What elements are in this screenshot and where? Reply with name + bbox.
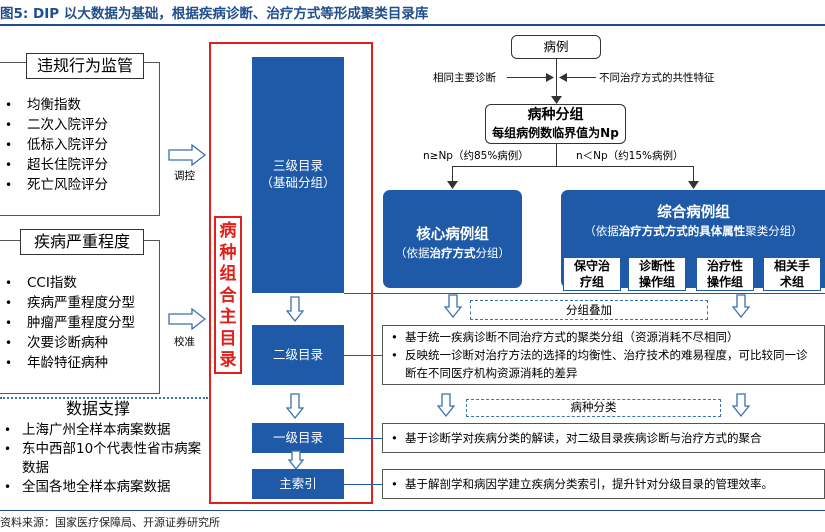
- level2-label: 二级目录: [272, 347, 323, 362]
- sub-group-conservative: 保守治 疗组: [563, 257, 621, 291]
- sub-group-therapeutic: 治疗性 操作组: [696, 257, 754, 291]
- hollow-arrow-down-icon: [288, 450, 304, 470]
- main-index-label: 主索引: [279, 476, 317, 491]
- branch-left-label: n≥Np（约85%病例）: [423, 150, 529, 162]
- violation-title: 违规行为监管: [26, 53, 144, 79]
- list-item: 二次入院评分: [5, 115, 108, 135]
- vertical-label-text: 病种组合主目录: [219, 221, 237, 370]
- severity-title: 疾病严重程度: [20, 229, 144, 255]
- level3-label: 三级目录 （基础分组）: [260, 158, 336, 190]
- branch-right-label: n＜Np（约15%病例）: [576, 150, 684, 162]
- main-index: 主索引: [252, 469, 344, 499]
- classify-dashed-box: 病种分类: [466, 399, 721, 417]
- arrow-right-icon: [546, 73, 554, 82]
- note-item: •基于统一疾病诊断不同治疗方式的聚类分组（资源消耗不尽相同）: [391, 330, 739, 344]
- case-label: 病例: [543, 39, 569, 54]
- hollow-arrow-down-icon: [286, 393, 304, 419]
- hollow-arrow-down-icon: [437, 393, 455, 417]
- overlay-label: 分组叠加: [566, 303, 612, 317]
- source-note: 资料来源：国家医疗保障局、开源证券研究所: [0, 516, 220, 529]
- dotted-divider: [0, 397, 208, 399]
- violation-panel: 均衡指数 二次入院评分 低标入院评分 超长住院评分 死亡风险评分: [0, 62, 160, 216]
- list-item: 次要诊断病种: [5, 333, 135, 353]
- sub-group-surgery: 相关手 术组: [763, 257, 821, 291]
- connector-line: [507, 77, 547, 78]
- arrow-left-icon: [559, 73, 567, 82]
- case-box: 病例: [511, 35, 601, 59]
- severity-list: CCI指数 疾病严重程度分型 肿瘤严重程度分型 次要诊断病种 年龄特征病种: [5, 273, 135, 373]
- connector-line: [566, 77, 596, 78]
- connector-line: [693, 166, 694, 184]
- level2-notes: •基于统一疾病诊断不同治疗方式的聚类分组（资源消耗不尽相同） •反映统一诊断对治…: [382, 325, 825, 385]
- comp-title: 综合病例组: [657, 205, 730, 221]
- connector-line: [452, 166, 694, 167]
- connector-line: [344, 355, 382, 356]
- level1-label: 一级目录: [272, 430, 323, 445]
- core-title: 核心病例组: [416, 227, 489, 243]
- list-item: 超长住院评分: [5, 155, 108, 175]
- hollow-arrow-down-icon: [286, 296, 304, 322]
- hollow-arrow-down-icon: [444, 294, 462, 318]
- hollow-arrow-down-icon: [732, 294, 750, 318]
- severity-panel: CCI指数 疾病严重程度分型 肿瘤严重程度分型 次要诊断病种 年龄特征病种: [0, 240, 160, 394]
- note-item: •反映统一诊断对治疗方法的选择的均衡性、治疗技术的难易程度，可比较同一诊断在不同…: [391, 348, 808, 380]
- core-subtitle: （依据治疗方式分组）: [395, 246, 510, 260]
- regulate-label: 调控: [174, 170, 195, 182]
- connector-line: [556, 59, 557, 103]
- footer-rule: [0, 510, 825, 511]
- list-item: CCI指数: [5, 273, 135, 293]
- figure-title: 图5: DIP 以大数据为基础，根据疾病诊断、治疗方式等形成聚类目录库: [0, 6, 429, 22]
- violation-list: 均衡指数 二次入院评分 低标入院评分 超长住院评分 死亡风险评分: [5, 95, 108, 195]
- common-traits-label: 不同治疗方式的共性特征: [599, 72, 715, 84]
- arrow-down-icon: [447, 181, 458, 189]
- level1-notes: •基于诊断学对疾病分类的解读，对二级目录疾病诊断与治疗方式的聚合: [382, 423, 825, 453]
- sub-group-diagnostic: 诊断性 操作组: [628, 257, 686, 291]
- data-support-title: 数据支撑: [65, 399, 130, 418]
- data-support-list: •上海广州全样本病案数据 •东中西部10个代表性省市病案数据 •全国各地全样本病…: [4, 422, 202, 495]
- level3-catalog: 三级目录 （基础分组）: [252, 57, 344, 293]
- group-subtitle: 每组病例数临界值为Np: [492, 126, 619, 140]
- hollow-arrow-down-icon: [732, 393, 750, 417]
- connector-line: [344, 293, 825, 294]
- arrow-down-icon: [688, 181, 699, 189]
- overlay-dashed-box: 分组叠加: [470, 300, 708, 320]
- note-item: •基于解剖学和病因学建立疾病分类索引，提升针对分级目录的管理效率。: [391, 477, 773, 491]
- connector-line: [344, 484, 382, 485]
- list-item: 年龄特征病种: [5, 353, 135, 373]
- comp-subtitle: （依据治疗方式方式的具体属性聚类分组）: [584, 224, 803, 238]
- connector-line: [452, 166, 453, 184]
- group-title: 病种分组: [527, 107, 584, 123]
- list-item: 肿瘤严重程度分型: [5, 313, 135, 333]
- note-item: •基于诊断学对疾病分类的解读，对二级目录疾病诊断与治疗方式的聚合: [391, 431, 762, 445]
- list-item: 上海广州全样本病案数据: [22, 422, 171, 438]
- list-item: 全国各地全样本病案数据: [22, 479, 171, 495]
- arrow-down-icon: [551, 96, 562, 104]
- list-item: 均衡指数: [5, 95, 108, 115]
- title-rule: [0, 24, 825, 26]
- classify-label: 病种分类: [570, 400, 617, 414]
- disease-group-box: 病种分组 每组病例数临界值为Np: [485, 104, 626, 144]
- connector-line: [344, 438, 382, 439]
- catalog-vertical-label: 病种组合主目录: [214, 216, 242, 374]
- list-item: 死亡风险评分: [5, 175, 108, 195]
- hollow-arrow-right-icon: [168, 144, 206, 166]
- list-item: 东中西部10个代表性省市病案数据: [22, 441, 202, 476]
- connector-line: [556, 144, 557, 167]
- same-diagnosis-label: 相同主要诊断: [433, 72, 496, 84]
- main-index-notes: •基于解剖学和病因学建立疾病分类索引，提升针对分级目录的管理效率。: [382, 469, 825, 499]
- core-group-box: 核心病例组 （依据治疗方式分组）: [383, 190, 522, 288]
- list-item: 疾病严重程度分型: [5, 293, 135, 313]
- level1-catalog: 一级目录: [252, 423, 344, 453]
- list-item: 低标入院评分: [5, 135, 108, 155]
- hollow-arrow-right-icon: [168, 308, 206, 330]
- catalog-red-frame: [209, 42, 373, 504]
- calibrate-label: 校准: [174, 336, 195, 348]
- level2-catalog: 二级目录: [252, 325, 344, 385]
